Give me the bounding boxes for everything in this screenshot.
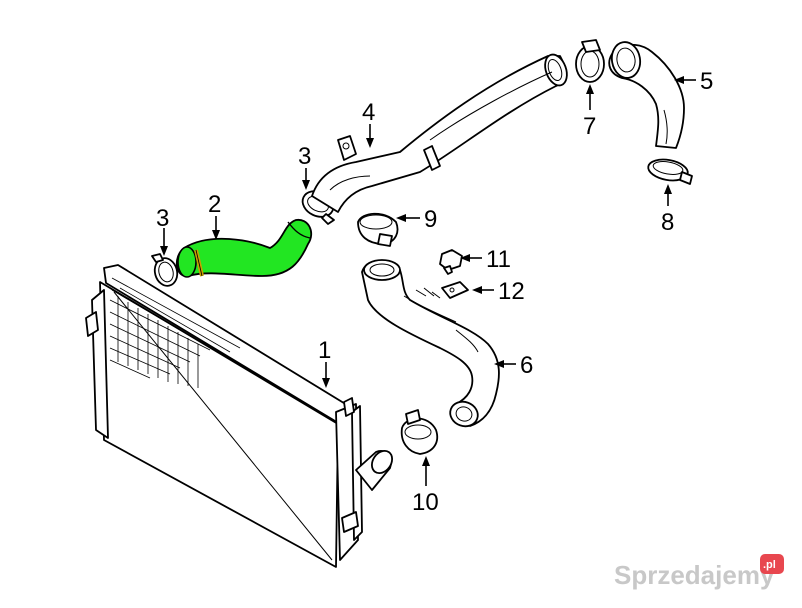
bracket-12 xyxy=(441,281,469,299)
callout-leaders xyxy=(160,76,696,486)
watermark-badge xyxy=(760,554,784,574)
callout-numbers: 1 2 3 3 4 5 6 7 8 9 10 11 12 xyxy=(156,68,713,516)
clamp-10 xyxy=(400,409,439,455)
intercooler-part xyxy=(85,264,393,568)
callout-10: 10 xyxy=(412,489,439,516)
callout-9: 9 xyxy=(424,206,437,233)
callout-5: 5 xyxy=(700,68,713,95)
callout-6: 6 xyxy=(520,352,533,379)
charge-air-pipe-lower-part xyxy=(361,259,500,428)
watermark-text: Sprzedajemy xyxy=(614,560,775,590)
intercooler-fins xyxy=(109,277,335,561)
hose-clamp-left xyxy=(151,253,179,287)
watermark-badge-text: .pl xyxy=(763,559,776,571)
sensor-11 xyxy=(439,249,463,275)
charge-air-pipe-upper-part xyxy=(311,53,568,213)
clamp-8 xyxy=(647,158,693,185)
callout-2: 2 xyxy=(208,191,221,218)
callout-4: 4 xyxy=(362,99,375,126)
callout-12: 12 xyxy=(498,278,525,305)
callout-3-left: 3 xyxy=(156,205,169,232)
callout-8: 8 xyxy=(661,209,674,236)
clamp-7 xyxy=(575,39,605,83)
callout-7: 7 xyxy=(583,113,596,140)
callout-1: 1 xyxy=(318,337,331,364)
clamp-9 xyxy=(357,212,399,247)
charge-air-hose-highlighted-part xyxy=(175,219,313,278)
watermark: Sprzedajemy .pl xyxy=(614,554,784,590)
charge-air-hose-turbo-part xyxy=(608,41,685,149)
callout-3-upper: 3 xyxy=(298,143,311,170)
callout-11: 11 xyxy=(486,246,511,273)
